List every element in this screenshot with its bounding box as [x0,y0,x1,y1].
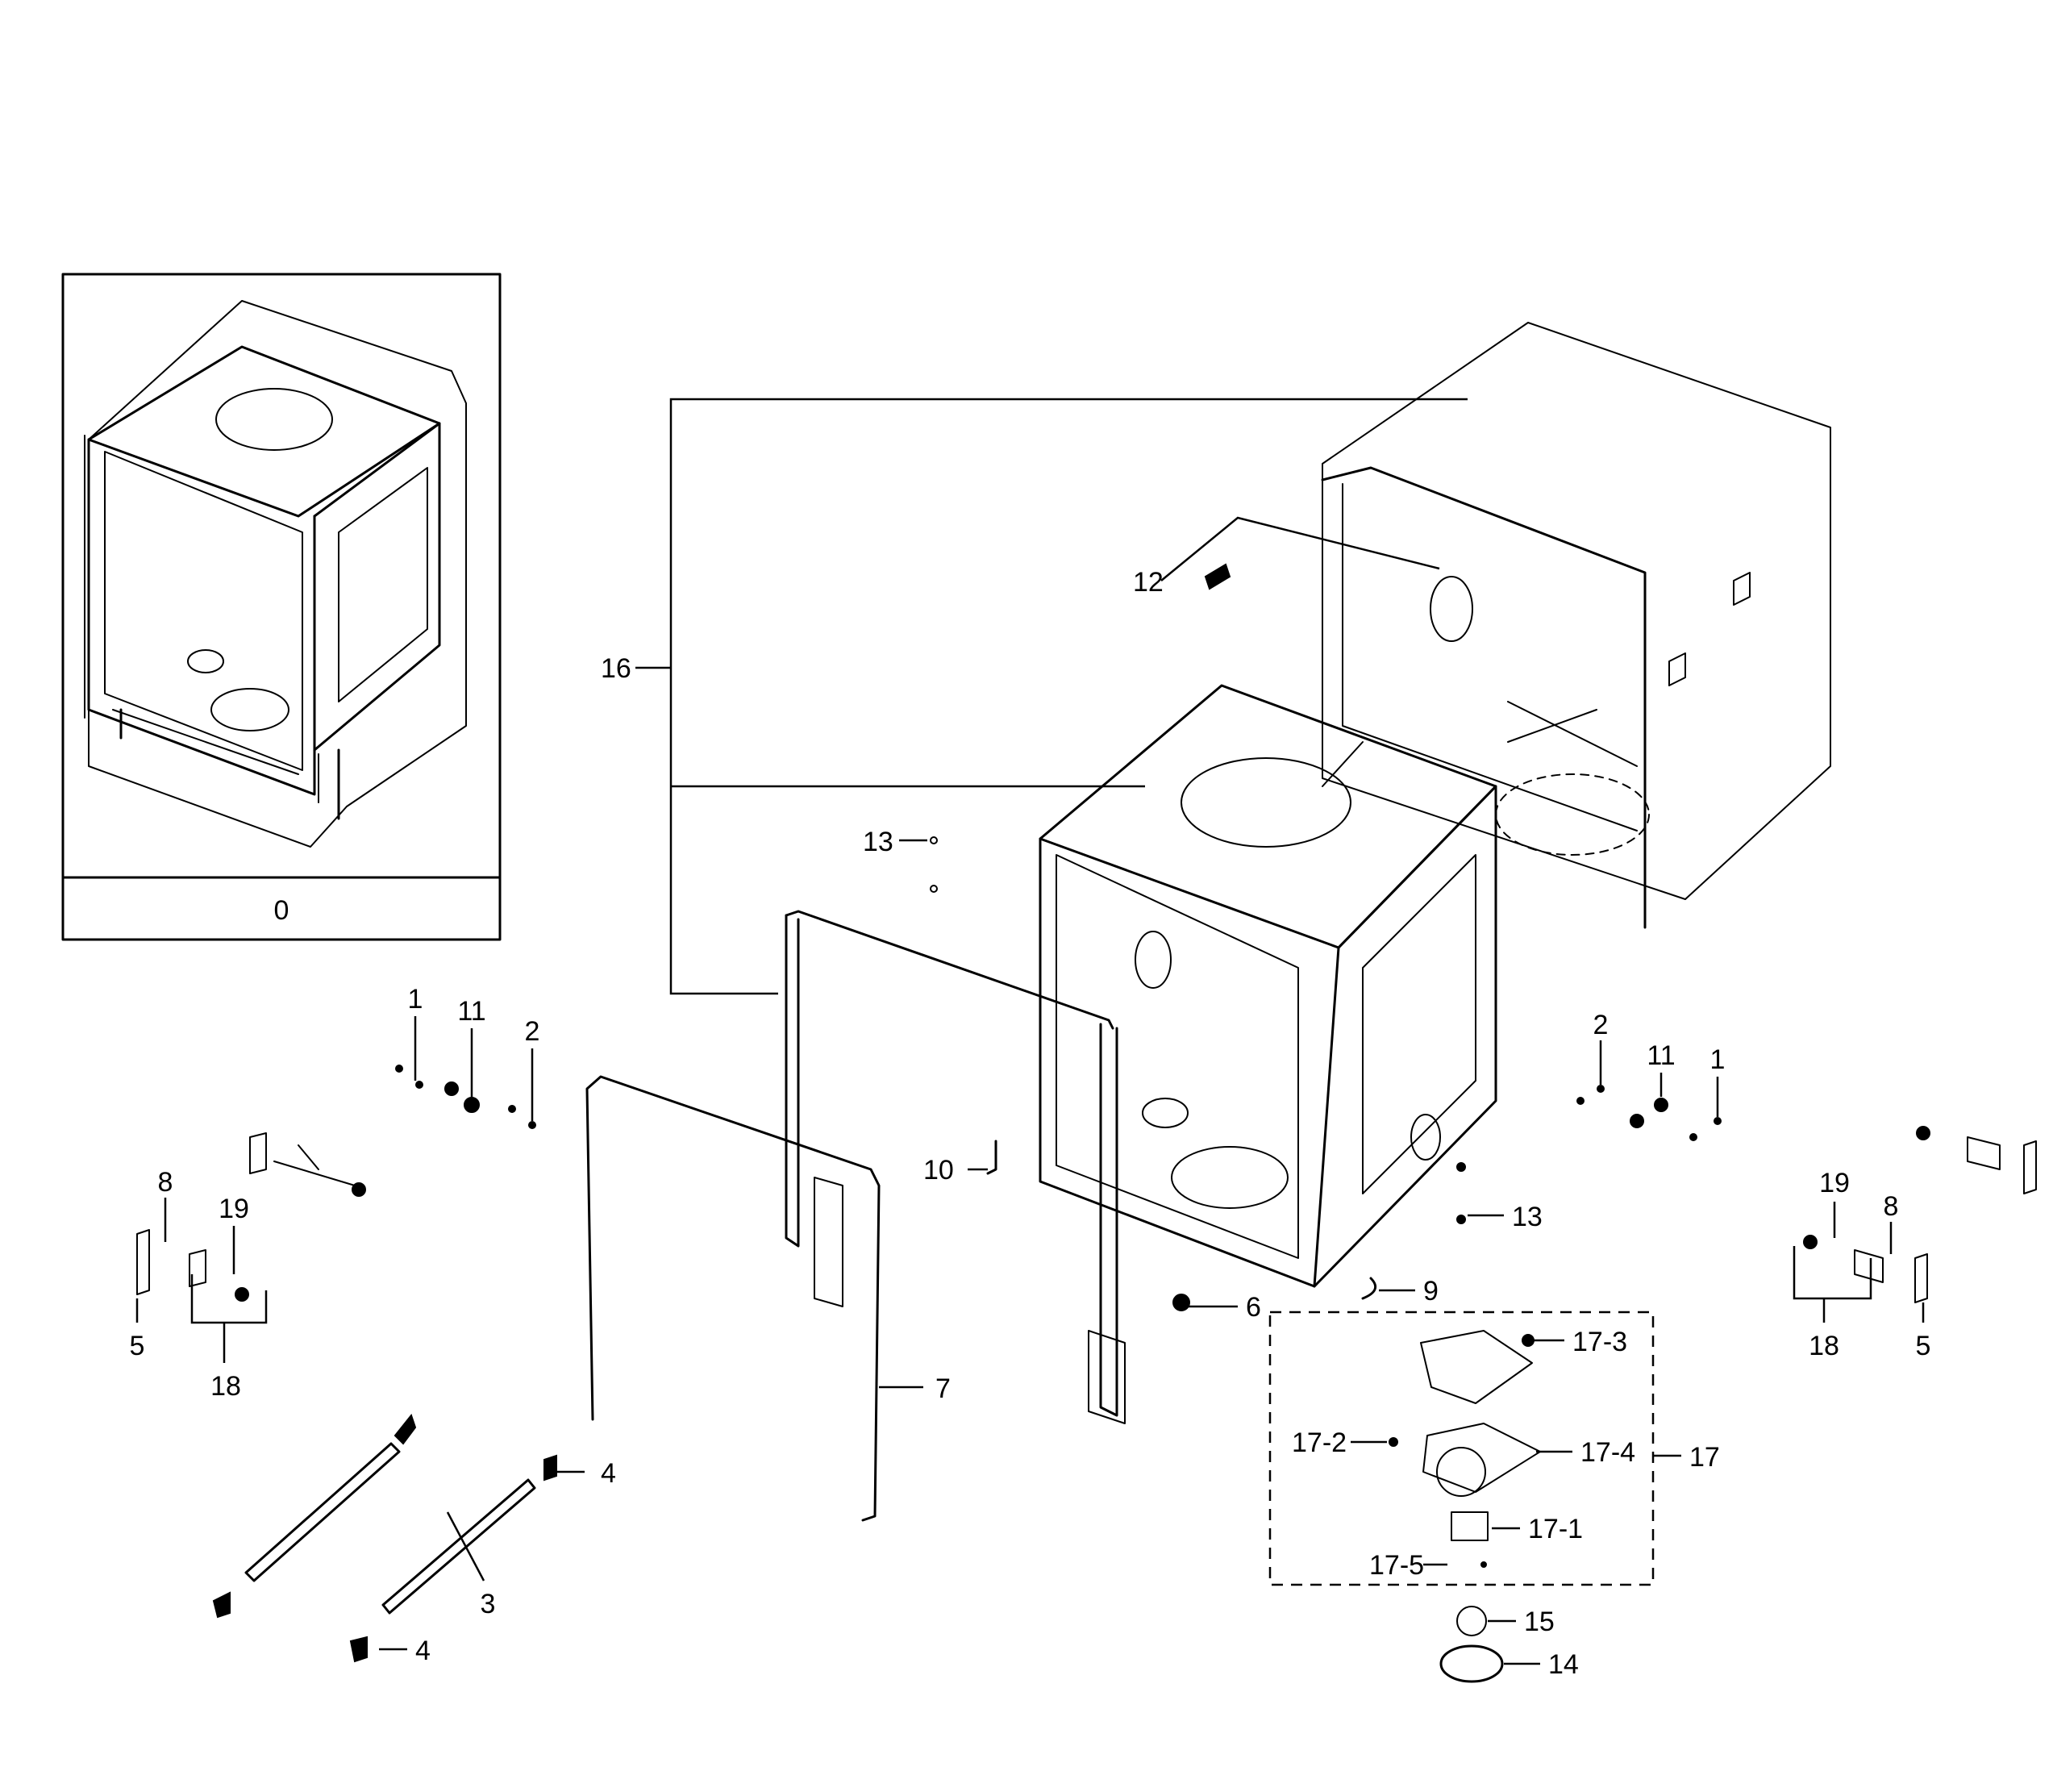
front-frame-drawing [785,910,1126,1424]
part-label-12: 12 [1133,567,1164,598]
right-hinge-hardware-drawing [1576,1085,2037,1303]
tub-seals-drawing [212,1413,557,1663]
part-label-8-left: 8 [158,1167,173,1198]
part-label-16: 16 [601,653,631,684]
part-label-14: 14 [1548,1649,1579,1680]
part-label-17-5: 17-5 [1369,1550,1424,1581]
part-label-7: 7 [935,1373,951,1404]
outer-cabinet-drawing [1321,322,1831,929]
part-label-17-4: 17-4 [1580,1437,1635,1468]
part-label-1-right: 1 [1710,1044,1726,1075]
part-label-6: 6 [1246,1292,1261,1323]
left-hinge-hardware-drawing [136,1065,536,1302]
part-label-10: 10 [923,1155,954,1186]
leader-lines [135,398,1925,1665]
part-label-9: 9 [1423,1276,1439,1306]
part-label-18-left: 18 [210,1371,241,1402]
part-label-17-1: 17-1 [1528,1514,1583,1544]
part-label-4-upper: 4 [601,1458,616,1489]
part-label-4-lower: 4 [415,1636,431,1666]
part-label-17-2: 17-2 [1292,1427,1347,1458]
part-label-2-left: 2 [525,1016,540,1047]
part-label-15: 15 [1524,1607,1555,1637]
part-label-11-right: 11 [1647,1040,1675,1071]
part-label-13-lower: 13 [1512,1202,1543,1232]
inset-frame [61,273,502,941]
tub-assembly-drawing [1039,684,1497,1288]
part-label-19-left: 19 [219,1194,249,1224]
part-labels: 1 11 2 2 11 1 3 4 4 5 5 6 7 8 8 9 10 12 … [130,567,1931,1680]
part-label-17-3: 17-3 [1572,1327,1627,1357]
part-label-17: 17 [1689,1442,1720,1473]
part-label-3: 3 [481,1589,496,1619]
part-label-11-left: 11 [457,996,485,1027]
part-label-19-right: 19 [1819,1168,1850,1198]
inset-tub-drawing [84,300,467,848]
part-label-1-left: 1 [408,984,423,1015]
part-label-2-right: 2 [1593,1010,1609,1040]
inset-assembly-view: 0 [61,273,502,941]
small-parts-drawing [930,563,1541,1683]
part-label-8-right: 8 [1884,1191,1899,1222]
inset-label: 0 [274,895,289,926]
part-label-18-right: 18 [1809,1331,1839,1361]
part-label-13-upper: 13 [863,827,893,857]
part-label-5-left: 5 [130,1331,145,1361]
part-label-5-right: 5 [1916,1331,1931,1361]
door-gasket-drawing [585,1075,881,1522]
